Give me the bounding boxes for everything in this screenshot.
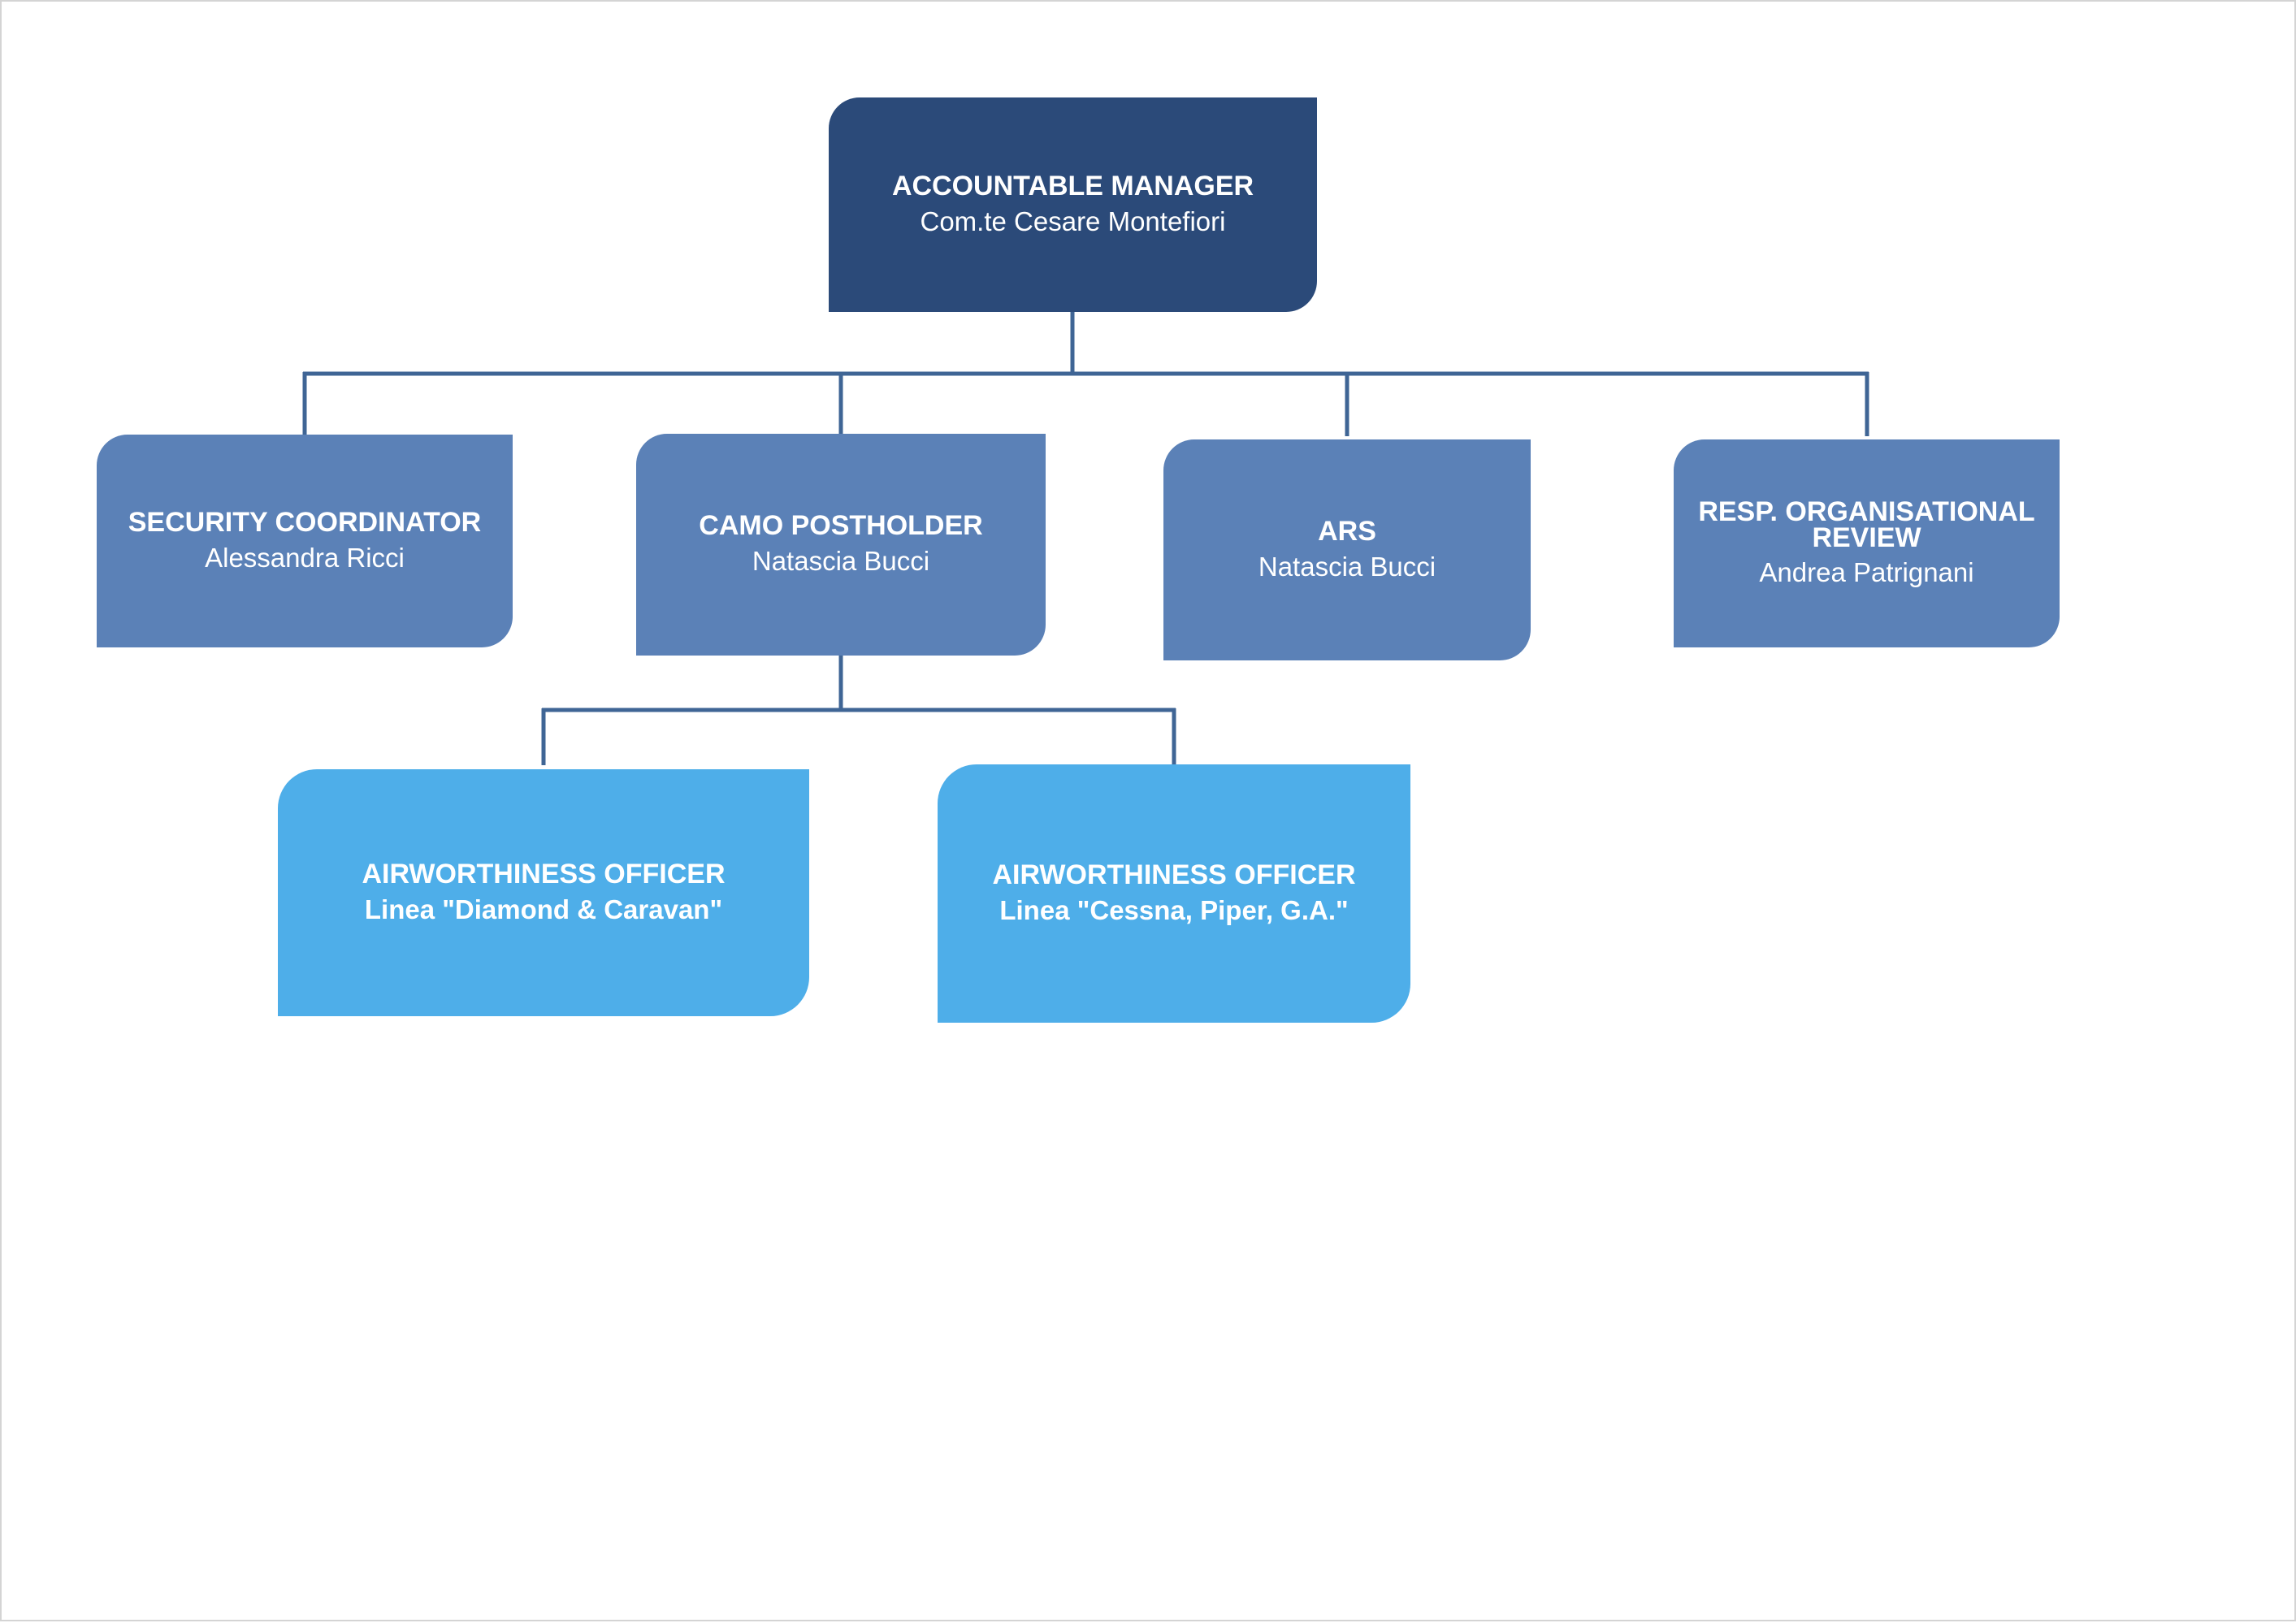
node-role: AIRWORTHINESS OFFICER: [992, 859, 1356, 890]
node-airworthiness-officer-1: AIRWORTHINESS OFFICER Linea "Diamond & C…: [278, 769, 809, 1016]
node-airworthiness-officer-2: AIRWORTHINESS OFFICER Linea "Cessna, Pip…: [938, 764, 1410, 1023]
node-person: Andrea Patrignani: [1759, 556, 1974, 587]
node-person: Natascia Bucci: [752, 546, 930, 576]
node-ars: ARS Natascia Bucci: [1163, 439, 1531, 660]
node-role: SECURITY COORDINATOR: [128, 506, 482, 538]
node-role: ARS: [1318, 515, 1376, 547]
node-person: Linea "Diamond & Caravan": [364, 894, 723, 924]
node-security-coordinator: SECURITY COORDINATOR Alessandra Ricci: [97, 435, 513, 647]
node-role: AIRWORTHINESS OFFICER: [362, 858, 726, 889]
node-person: Alessandra Ricci: [205, 542, 405, 573]
node-role: CAMO POSTHOLDER: [699, 510, 983, 541]
node-role: RESP. ORGANISATIONAL REVIEW: [1698, 496, 2035, 553]
node-person: Com.te Cesare Montefiori: [920, 206, 1226, 236]
node-person: Natascia Bucci: [1258, 551, 1436, 582]
node-resp-organisational-review: RESP. ORGANISATIONAL REVIEW Andrea Patri…: [1674, 439, 2060, 647]
node-camo-postholder: CAMO POSTHOLDER Natascia Bucci: [636, 434, 1046, 656]
node-role: ACCOUNTABLE MANAGER: [891, 170, 1254, 201]
node-person: Linea "Cessna, Piper, G.A.": [999, 894, 1349, 925]
node-accountable-manager: ACCOUNTABLE MANAGER Com.te Cesare Montef…: [829, 97, 1317, 312]
